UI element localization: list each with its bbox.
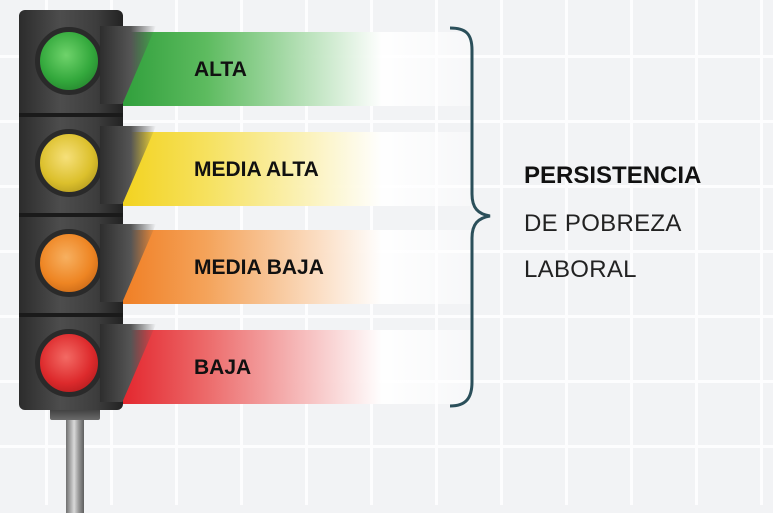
band-media-alta: [118, 132, 470, 206]
section-baja: [19, 313, 123, 407]
band-alta: [118, 32, 470, 106]
band-baja: [118, 330, 470, 404]
band-media-baja: [118, 230, 470, 304]
label-baja: BAJA: [194, 356, 252, 379]
label-media-baja: MEDIA BAJA: [194, 256, 324, 279]
traffic-light-pole: [66, 418, 84, 513]
persistence-subtitle-line1: DE POBREZA: [524, 210, 682, 237]
label-alta: ALTA: [194, 58, 247, 81]
yellow-light-icon: [35, 129, 103, 197]
persistence-title: PERSISTENCIA: [524, 162, 702, 189]
curly-brace-icon: [449, 26, 491, 408]
red-light-icon: [35, 329, 103, 397]
green-light-icon: [35, 27, 103, 95]
pole-mount: [50, 408, 100, 420]
persistence-subtitle-line2: LABORAL: [524, 256, 637, 283]
orange-light-icon: [35, 229, 103, 297]
section-alta: [19, 15, 123, 109]
label-media-alta: MEDIA ALTA: [194, 158, 319, 181]
